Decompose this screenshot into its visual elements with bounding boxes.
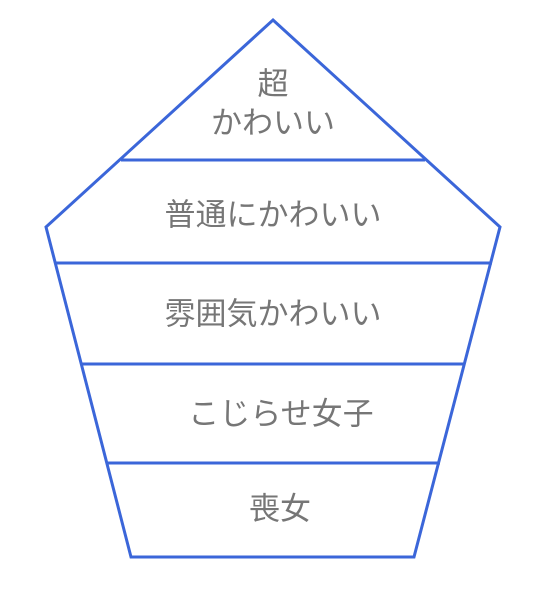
tier-3-label: 雰囲気かわいい: [165, 297, 382, 333]
tier-4: こじらせ女子: [188, 397, 373, 433]
tier-2: 普通にかわいい: [165, 198, 382, 234]
tier-1-label-line2: かわいい: [211, 106, 335, 142]
tier-1: 超 かわいい: [211, 67, 335, 142]
tier-2-label: 普通にかわいい: [165, 198, 382, 234]
tier-5: 喪女: [249, 492, 311, 528]
tier-4-label: こじらせ女子: [188, 397, 373, 433]
tier-5-label: 喪女: [249, 492, 311, 528]
pentagon-outline: [44, 17, 502, 559]
tier-3: 雰囲気かわいい: [165, 297, 382, 333]
tier-1-label-line1: 超: [258, 67, 289, 103]
